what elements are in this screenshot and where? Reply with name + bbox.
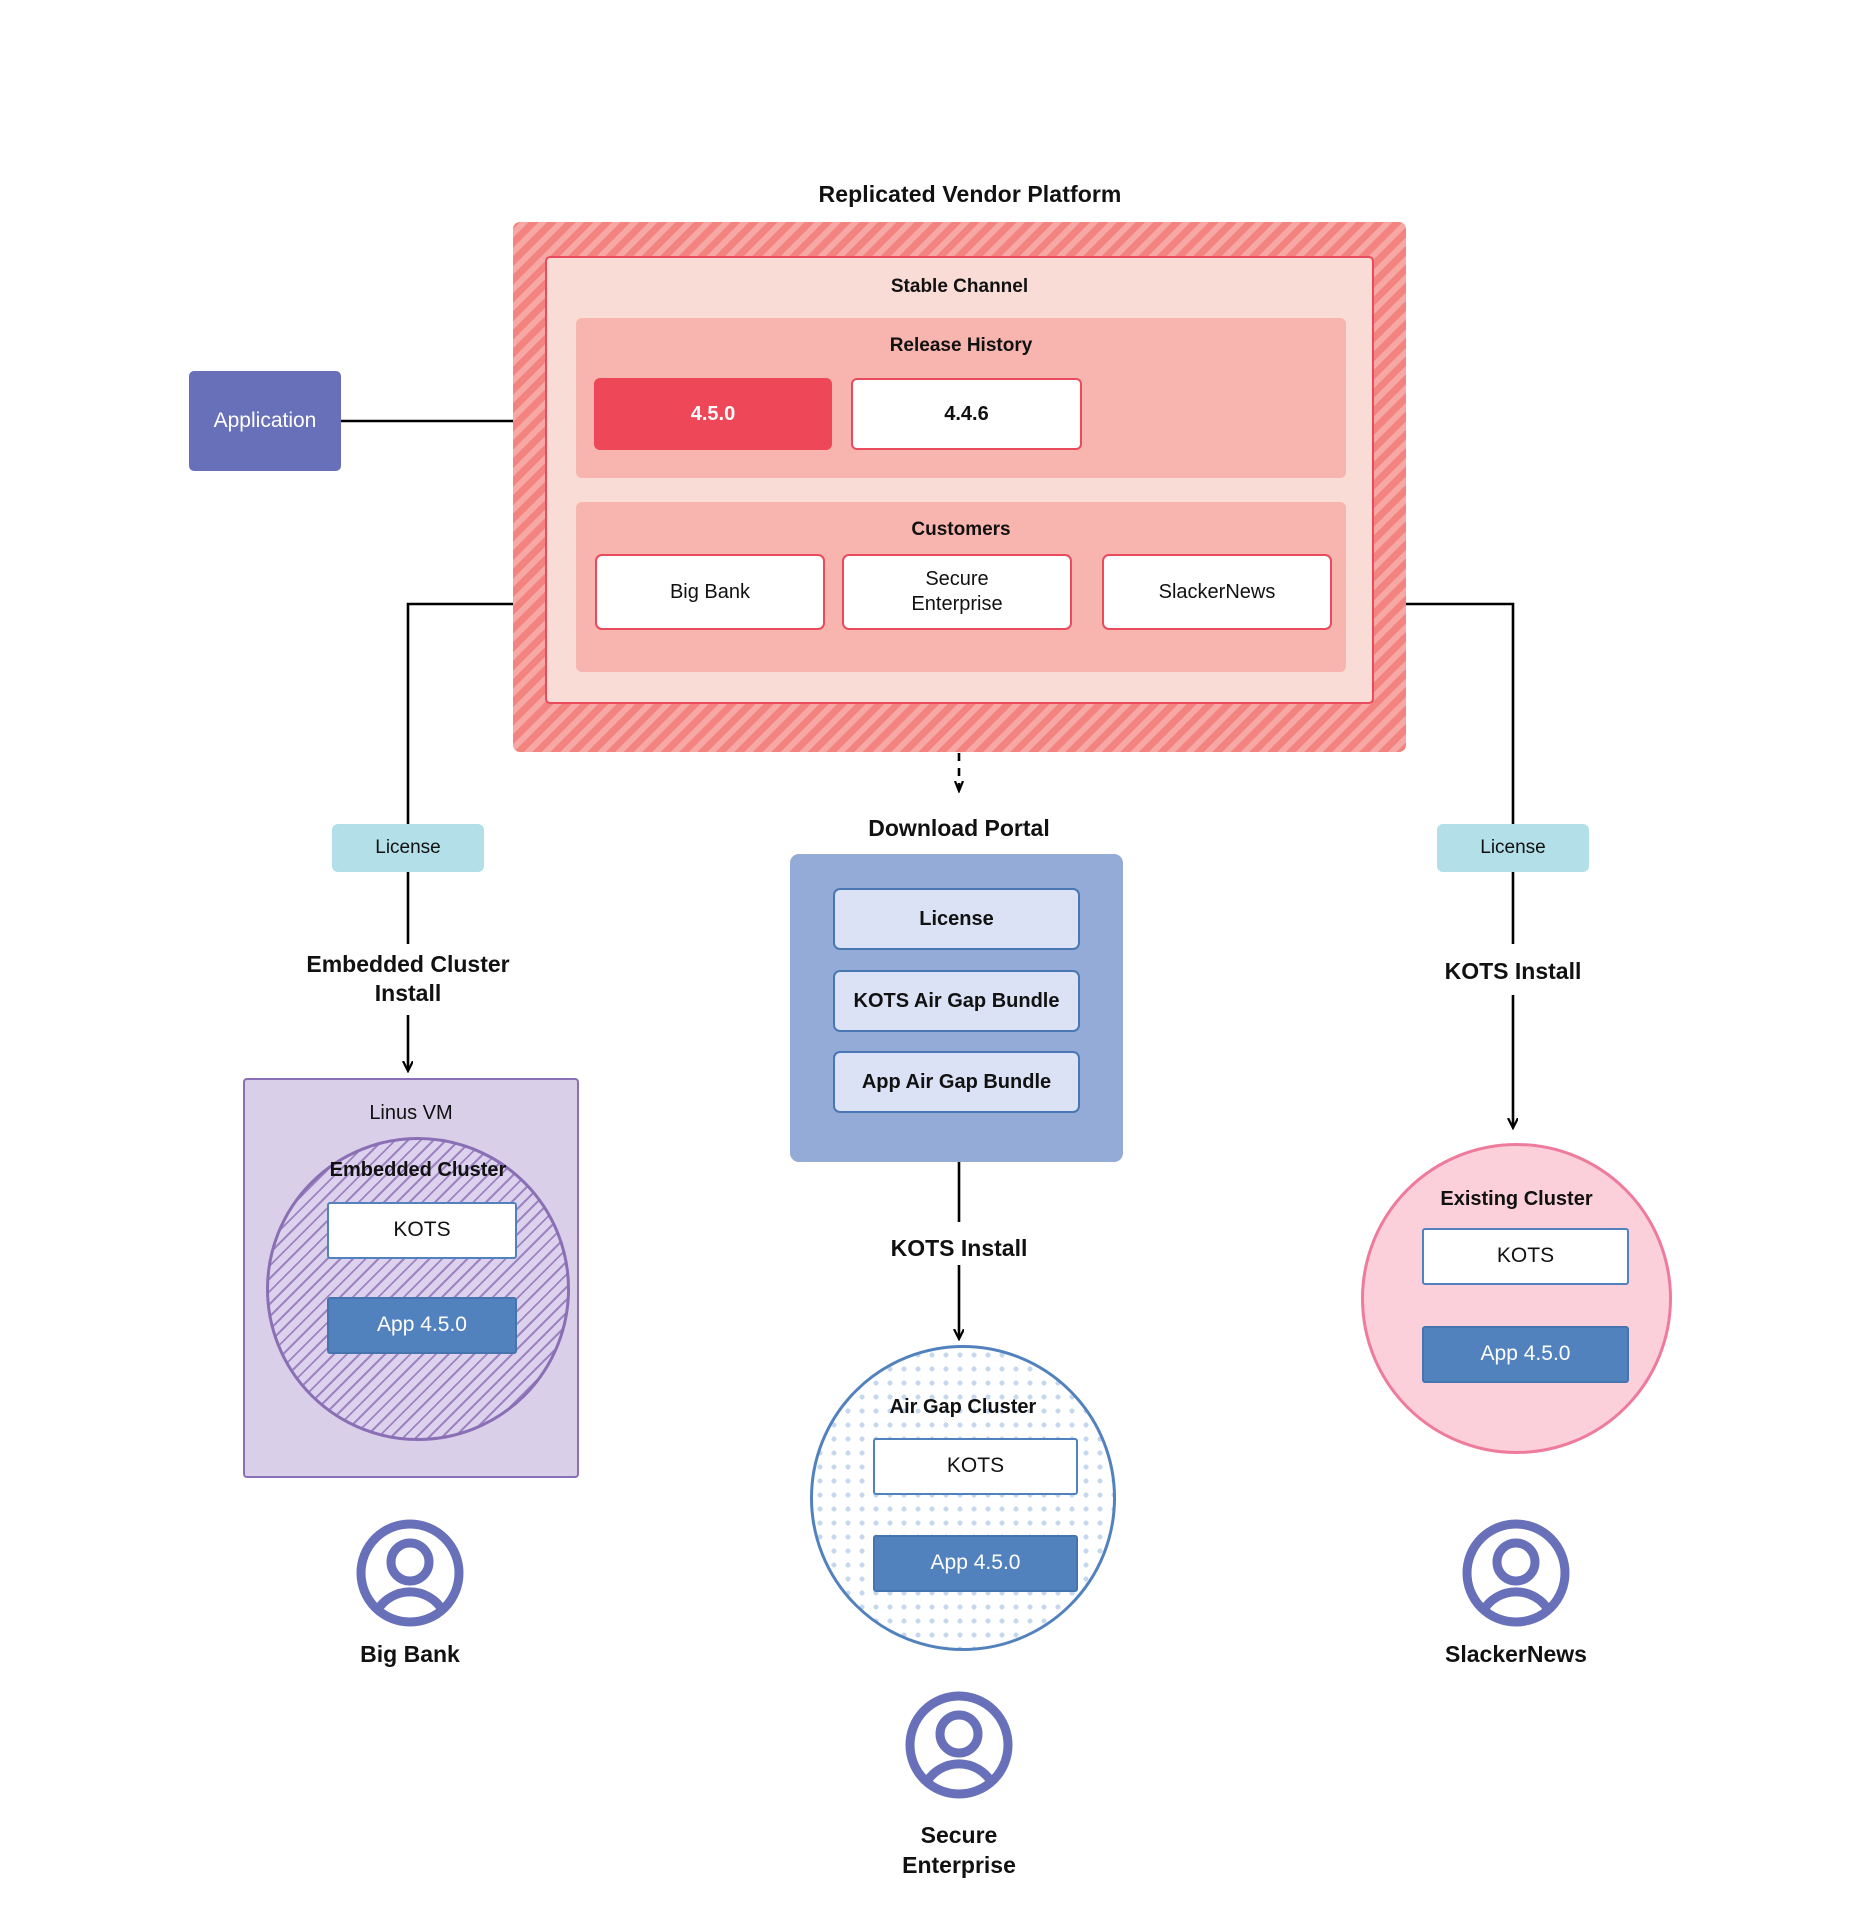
customer-chip-secure-enterprise[interactable]: Secure Enterprise bbox=[842, 554, 1072, 630]
existing-cluster-title: Existing Cluster bbox=[1440, 1188, 1593, 1210]
persona-label-secure-enterprise: Secure Enterprise bbox=[902, 1822, 1016, 1878]
persona-label-big-bank: Big Bank bbox=[360, 1641, 460, 1668]
customers-title: Customers bbox=[911, 519, 1011, 540]
stable-channel-title: Stable Channel bbox=[890, 276, 1029, 297]
kots-node-airgap[interactable]: KOTS bbox=[873, 1438, 1078, 1495]
vendor-platform-container: Stable Channel Release History 4.5.0 4.4… bbox=[513, 222, 1406, 752]
release-history-panel: Release History 4.5.0 4.4.6 bbox=[576, 318, 1346, 478]
air-gap-cluster-circle: Air Gap Cluster KOTS App 4.5.0 bbox=[810, 1345, 1116, 1651]
customer-label: Secure Enterprise bbox=[911, 568, 1003, 615]
air-gap-cluster-title: Air Gap Cluster bbox=[889, 1396, 1037, 1418]
portal-item-app-air-gap-bundle[interactable]: App Air Gap Bundle bbox=[833, 1051, 1080, 1113]
app-node-existing[interactable]: App 4.5.0 bbox=[1422, 1326, 1629, 1383]
release-chip-previous[interactable]: 4.4.6 bbox=[851, 378, 1082, 450]
avatar-slackernews bbox=[1462, 1519, 1570, 1627]
customers-panel: Customers Big Bank Secure Enterprise Sla… bbox=[576, 502, 1346, 672]
release-chip-current[interactable]: 4.5.0 bbox=[594, 378, 832, 450]
existing-cluster-circle: Existing Cluster KOTS App 4.5.0 bbox=[1361, 1143, 1672, 1454]
app-node-airgap[interactable]: App 4.5.0 bbox=[873, 1535, 1078, 1592]
app-node-embedded[interactable]: App 4.5.0 bbox=[327, 1297, 517, 1354]
customer-chip-big-bank[interactable]: Big Bank bbox=[595, 554, 825, 630]
embedded-cluster-title: Embedded Cluster bbox=[329, 1159, 507, 1181]
embedded-cluster-circle: Embedded Cluster KOTS App 4.5.0 bbox=[266, 1137, 570, 1441]
kots-node-existing[interactable]: KOTS bbox=[1422, 1228, 1629, 1285]
avatar-big-bank bbox=[356, 1519, 464, 1627]
persona-label-slackernews: SlackerNews bbox=[1445, 1641, 1587, 1668]
application-node[interactable]: Application bbox=[189, 371, 341, 471]
license-chip-right[interactable]: License bbox=[1437, 824, 1589, 872]
stable-channel-container: Stable Channel Release History 4.5.0 4.4… bbox=[545, 256, 1374, 704]
portal-item-kots-air-gap-bundle[interactable]: KOTS Air Gap Bundle bbox=[833, 970, 1080, 1032]
release-history-title: Release History bbox=[889, 335, 1033, 356]
download-portal-title: Download Portal bbox=[868, 814, 1050, 841]
linux-vm-title: Linus VM bbox=[369, 1102, 453, 1124]
diagram-title: Replicated Vendor Platform bbox=[818, 180, 1122, 207]
customer-label: SlackerNews bbox=[1158, 580, 1276, 603]
avatar-secure-enterprise bbox=[905, 1691, 1013, 1799]
kots-node-embedded[interactable]: KOTS bbox=[327, 1202, 517, 1259]
embedded-cluster-install-label: Embedded Cluster Install bbox=[306, 951, 510, 1006]
license-chip-left[interactable]: License bbox=[332, 824, 484, 872]
kots-install-label-center: KOTS Install bbox=[890, 1234, 1028, 1261]
linux-vm-container: Linus VM Embedded Cluster KOTS App 4.5.0 bbox=[243, 1078, 579, 1478]
customer-chip-slackernews[interactable]: SlackerNews bbox=[1102, 554, 1332, 630]
customer-label: Big Bank bbox=[669, 580, 751, 603]
kots-install-label-right: KOTS Install bbox=[1444, 957, 1582, 984]
portal-item-license[interactable]: License bbox=[833, 888, 1080, 950]
download-portal-container: License KOTS Air Gap Bundle App Air Gap … bbox=[790, 854, 1123, 1162]
